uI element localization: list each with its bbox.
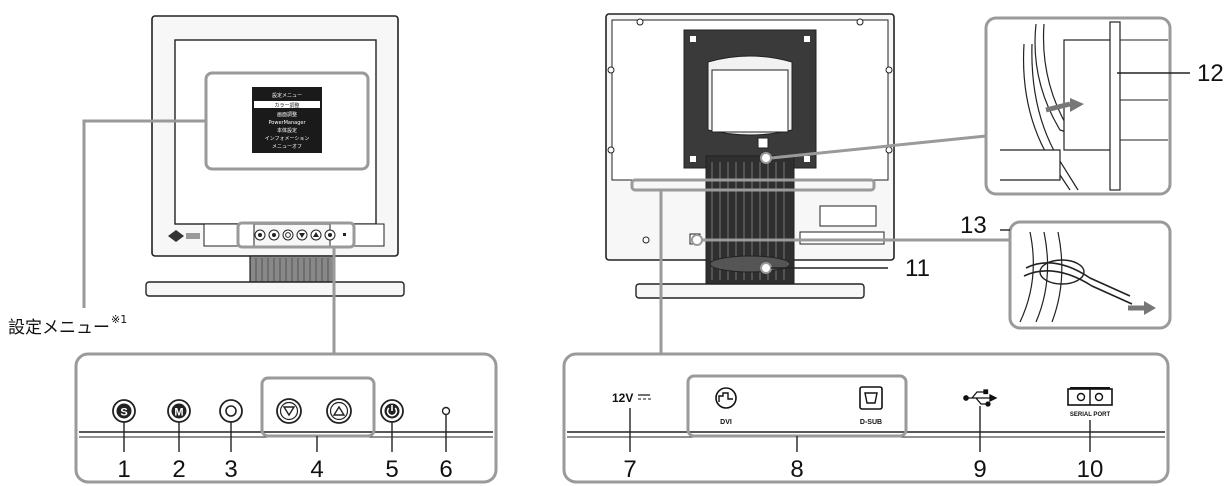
cable-tie-detail <box>1008 220 1172 330</box>
osd-item: 画面調整 <box>277 111 297 118</box>
dsub-label: D-SUB <box>860 419 882 426</box>
osd-item: メニューオフ <box>272 144 302 150</box>
screws <box>607 18 893 244</box>
front-monitor: 設定メニュー カラー調整 画面調整 PowerManager 本体設定 インフォ… <box>145 15 405 297</box>
rear-leaders <box>659 134 1010 354</box>
rear-panel-detail: 12V DVI D-SUB <box>562 352 1170 484</box>
enter-button <box>219 399 243 423</box>
front-mini-buttons <box>254 229 346 241</box>
usb-port <box>963 389 998 407</box>
down-button <box>276 398 302 424</box>
power-label: 12V <box>612 391 633 405</box>
callout-10: 10 <box>1077 456 1104 483</box>
usb-icon <box>989 393 998 403</box>
callout-2: 2 <box>172 456 185 483</box>
m-button-label: M <box>174 407 183 419</box>
osd-menu <box>252 87 322 153</box>
front-panel-detail: S M <box>74 352 498 484</box>
dc-power-input: 12V <box>612 391 651 405</box>
osd-selected-row <box>254 101 320 108</box>
cable-holder-detail <box>984 16 1172 196</box>
callout-5: 5 <box>385 456 398 483</box>
up-button <box>326 398 352 424</box>
m-button: M <box>167 399 191 423</box>
dsub-port: D-SUB <box>859 386 883 426</box>
callout-13: 13 <box>960 212 987 239</box>
callout-1: 1 <box>117 456 130 483</box>
circle-icon <box>225 405 237 417</box>
down-triangle-icon <box>282 406 296 417</box>
serial-port-label: SERIAL PORT <box>1070 412 1111 418</box>
callout-11: 11 <box>905 255 930 282</box>
callout-12: 12 <box>1197 60 1224 87</box>
rear-connector-highlight <box>630 178 876 192</box>
osd-title: 設定メニュー <box>272 92 302 99</box>
front-button-highlight <box>236 221 356 249</box>
serial-port: SERIAL PORT <box>1067 387 1113 418</box>
callout-3: 3 <box>224 456 237 483</box>
power-button <box>380 399 404 423</box>
settings-menu-leader <box>82 119 206 308</box>
callout-7: 7 <box>623 456 636 483</box>
callout-8: 8 <box>790 456 803 483</box>
power-icon <box>386 407 398 417</box>
vga-symbol-icon <box>864 392 878 404</box>
callout-4: 4 <box>310 456 323 483</box>
osd-item: カラー調整 <box>274 102 299 109</box>
s-button: S <box>112 399 136 423</box>
dvi-label: DVI <box>720 419 732 426</box>
dvi-symbol-icon <box>718 392 733 402</box>
settings-menu-note: ※1 <box>111 313 127 326</box>
brand-logo-icon <box>168 230 184 242</box>
osd-item: インフォメーション <box>265 136 310 142</box>
osd-item: 本体設定 <box>277 127 297 134</box>
callout-6: 6 <box>439 456 452 483</box>
up-triangle-icon <box>332 405 346 416</box>
brand-logo-text-bar <box>186 233 200 239</box>
front-stand-base <box>145 281 405 297</box>
dvi-port: DVI <box>715 387 737 426</box>
settings-menu-label: 設定メニュー <box>8 318 110 338</box>
s-button-label: S <box>120 407 127 419</box>
arrow-buttons-highlight <box>260 376 376 438</box>
rear-monitor <box>605 13 895 299</box>
power-indicator-led <box>441 406 451 416</box>
osd-item: PowerManager <box>268 120 306 126</box>
callout-9: 9 <box>973 456 986 483</box>
